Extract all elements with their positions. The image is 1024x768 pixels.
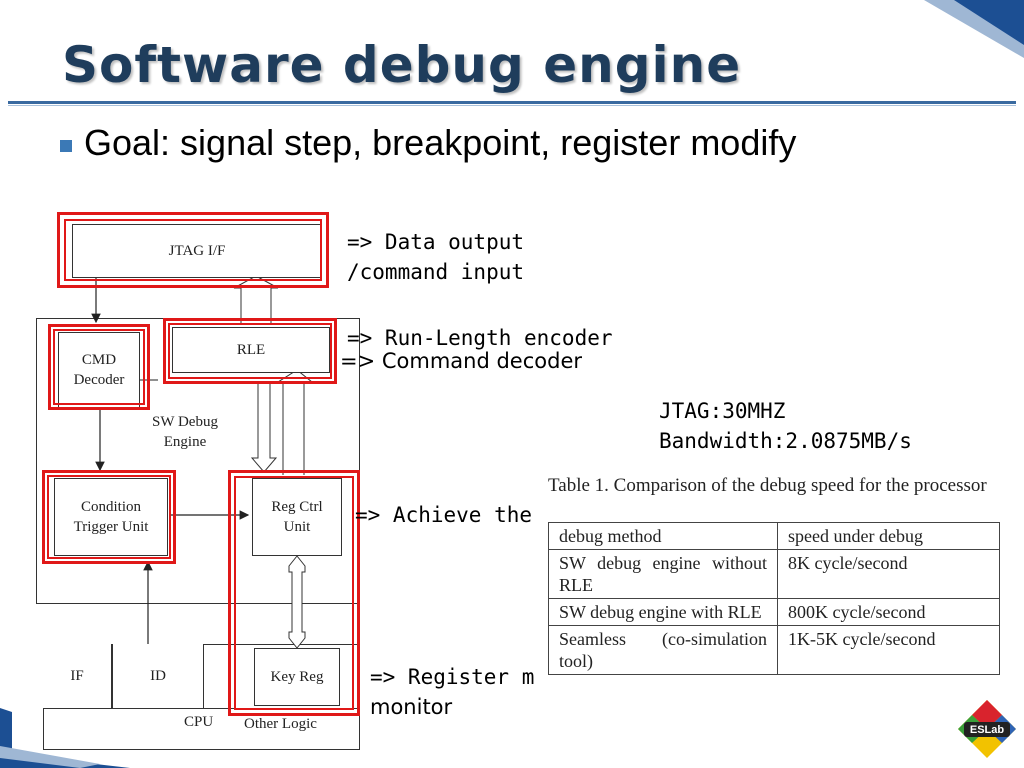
highlight-condition-inner — [47, 475, 171, 559]
table-cell: SW debug engine with RLE — [548, 598, 778, 626]
goal-bullet: Goal: signal step, breakpoint, register … — [84, 122, 797, 163]
if-block: IF — [43, 644, 112, 709]
table-cell: SW debug engine without RLE — [548, 549, 778, 599]
title-divider — [8, 101, 1016, 104]
highlight-jtag-inner — [64, 219, 322, 281]
eslab-logo: ESLab — [958, 700, 1016, 758]
condition-label-2: Trigger Unit — [73, 519, 149, 535]
cpu-label: CPU — [184, 714, 214, 730]
table-cell: 1K-5K cycle/second — [777, 625, 1000, 675]
highlight-rle-inner — [168, 323, 332, 379]
highlight-cmd-decoder-inner — [53, 329, 145, 405]
note-register-line2: monitor — [370, 695, 453, 719]
keyreg-label: Key Reg — [270, 669, 324, 685]
key-reg-block: Key Reg — [254, 648, 340, 706]
debug-speed-table: debug method speed under debug SW debug … — [548, 522, 1000, 675]
cmd-decoder-block: CMD Decoder — [58, 332, 140, 408]
corner-decoration-bottom-left — [0, 708, 130, 768]
bullet-marker — [60, 140, 72, 152]
engine-label-1: SW Debug — [152, 414, 218, 430]
note-cmd: => Command decoder — [340, 349, 583, 373]
if-label: IF — [70, 668, 84, 684]
page-title: Software debug engine — [62, 36, 742, 94]
table-cell: 8K cycle/second — [777, 549, 1000, 599]
table-row: SW debug engine without RLE 8K cycle/sec… — [548, 549, 1000, 599]
table-header-cell: speed under debug — [777, 522, 1000, 550]
table-row: Seamless (co-simulation tool) 1K-5K cycl… — [548, 625, 1000, 675]
regctrl-label-2: Unit — [283, 519, 311, 535]
highlight-reg-path — [228, 470, 360, 716]
note-rle: => Run-Length encoder — [347, 326, 613, 350]
note-jtag-line1: => Data output — [347, 230, 525, 254]
table-header-row: debug method speed under debug — [548, 522, 1000, 550]
note-bandwidth: Bandwidth:2.0875MB/s — [659, 429, 912, 453]
id-label: ID — [150, 668, 166, 684]
condition-label-1: Condition — [80, 499, 141, 515]
highlight-rle — [163, 318, 337, 384]
rle-block: RLE — [172, 327, 330, 373]
id-block: ID — [112, 644, 204, 709]
highlight-condition — [42, 470, 176, 564]
note-jtag-speed: JTAG:30MHZ — [659, 399, 786, 423]
rle-label: RLE — [236, 342, 266, 358]
table-cell: 800K cycle/second — [777, 598, 1000, 626]
engine-label-2: Engine — [163, 434, 207, 450]
table-header-cell: debug method — [548, 522, 778, 550]
condition-trigger-block: Condition Trigger Unit — [54, 478, 168, 556]
cmd-decoder-label-1: CMD — [81, 352, 117, 368]
table-caption: Table 1. Comparison of the debug speed f… — [548, 475, 987, 496]
logo-text: ESLab — [970, 724, 1005, 736]
corner-decoration-top-right — [924, 0, 1024, 58]
note-achieve: => Achieve the — [355, 503, 533, 527]
reg-ctrl-block: Reg Ctrl Unit — [252, 478, 342, 556]
table-row: SW debug engine with RLE 800K cycle/seco… — [548, 598, 1000, 626]
jtag-interface-block: JTAG I/F — [72, 224, 322, 278]
highlight-reg-path-inner — [234, 476, 354, 710]
note-register-line1: => Register m — [370, 665, 535, 689]
sw-debug-engine-label: SW Debug Engine — [140, 412, 230, 452]
note-jtag-line2: /command input — [347, 260, 525, 284]
title-divider-light — [8, 105, 1016, 106]
regctrl-label-1: Reg Ctrl — [271, 499, 323, 515]
cmd-decoder-label-2: Decoder — [73, 372, 125, 388]
other-logic-label: Other Logic — [244, 716, 317, 732]
highlight-jtag — [57, 212, 329, 288]
highlight-cmd-decoder — [48, 324, 150, 410]
jtag-label: JTAG I/F — [168, 243, 226, 259]
table-cell: Seamless (co-simulation tool) — [548, 625, 778, 675]
